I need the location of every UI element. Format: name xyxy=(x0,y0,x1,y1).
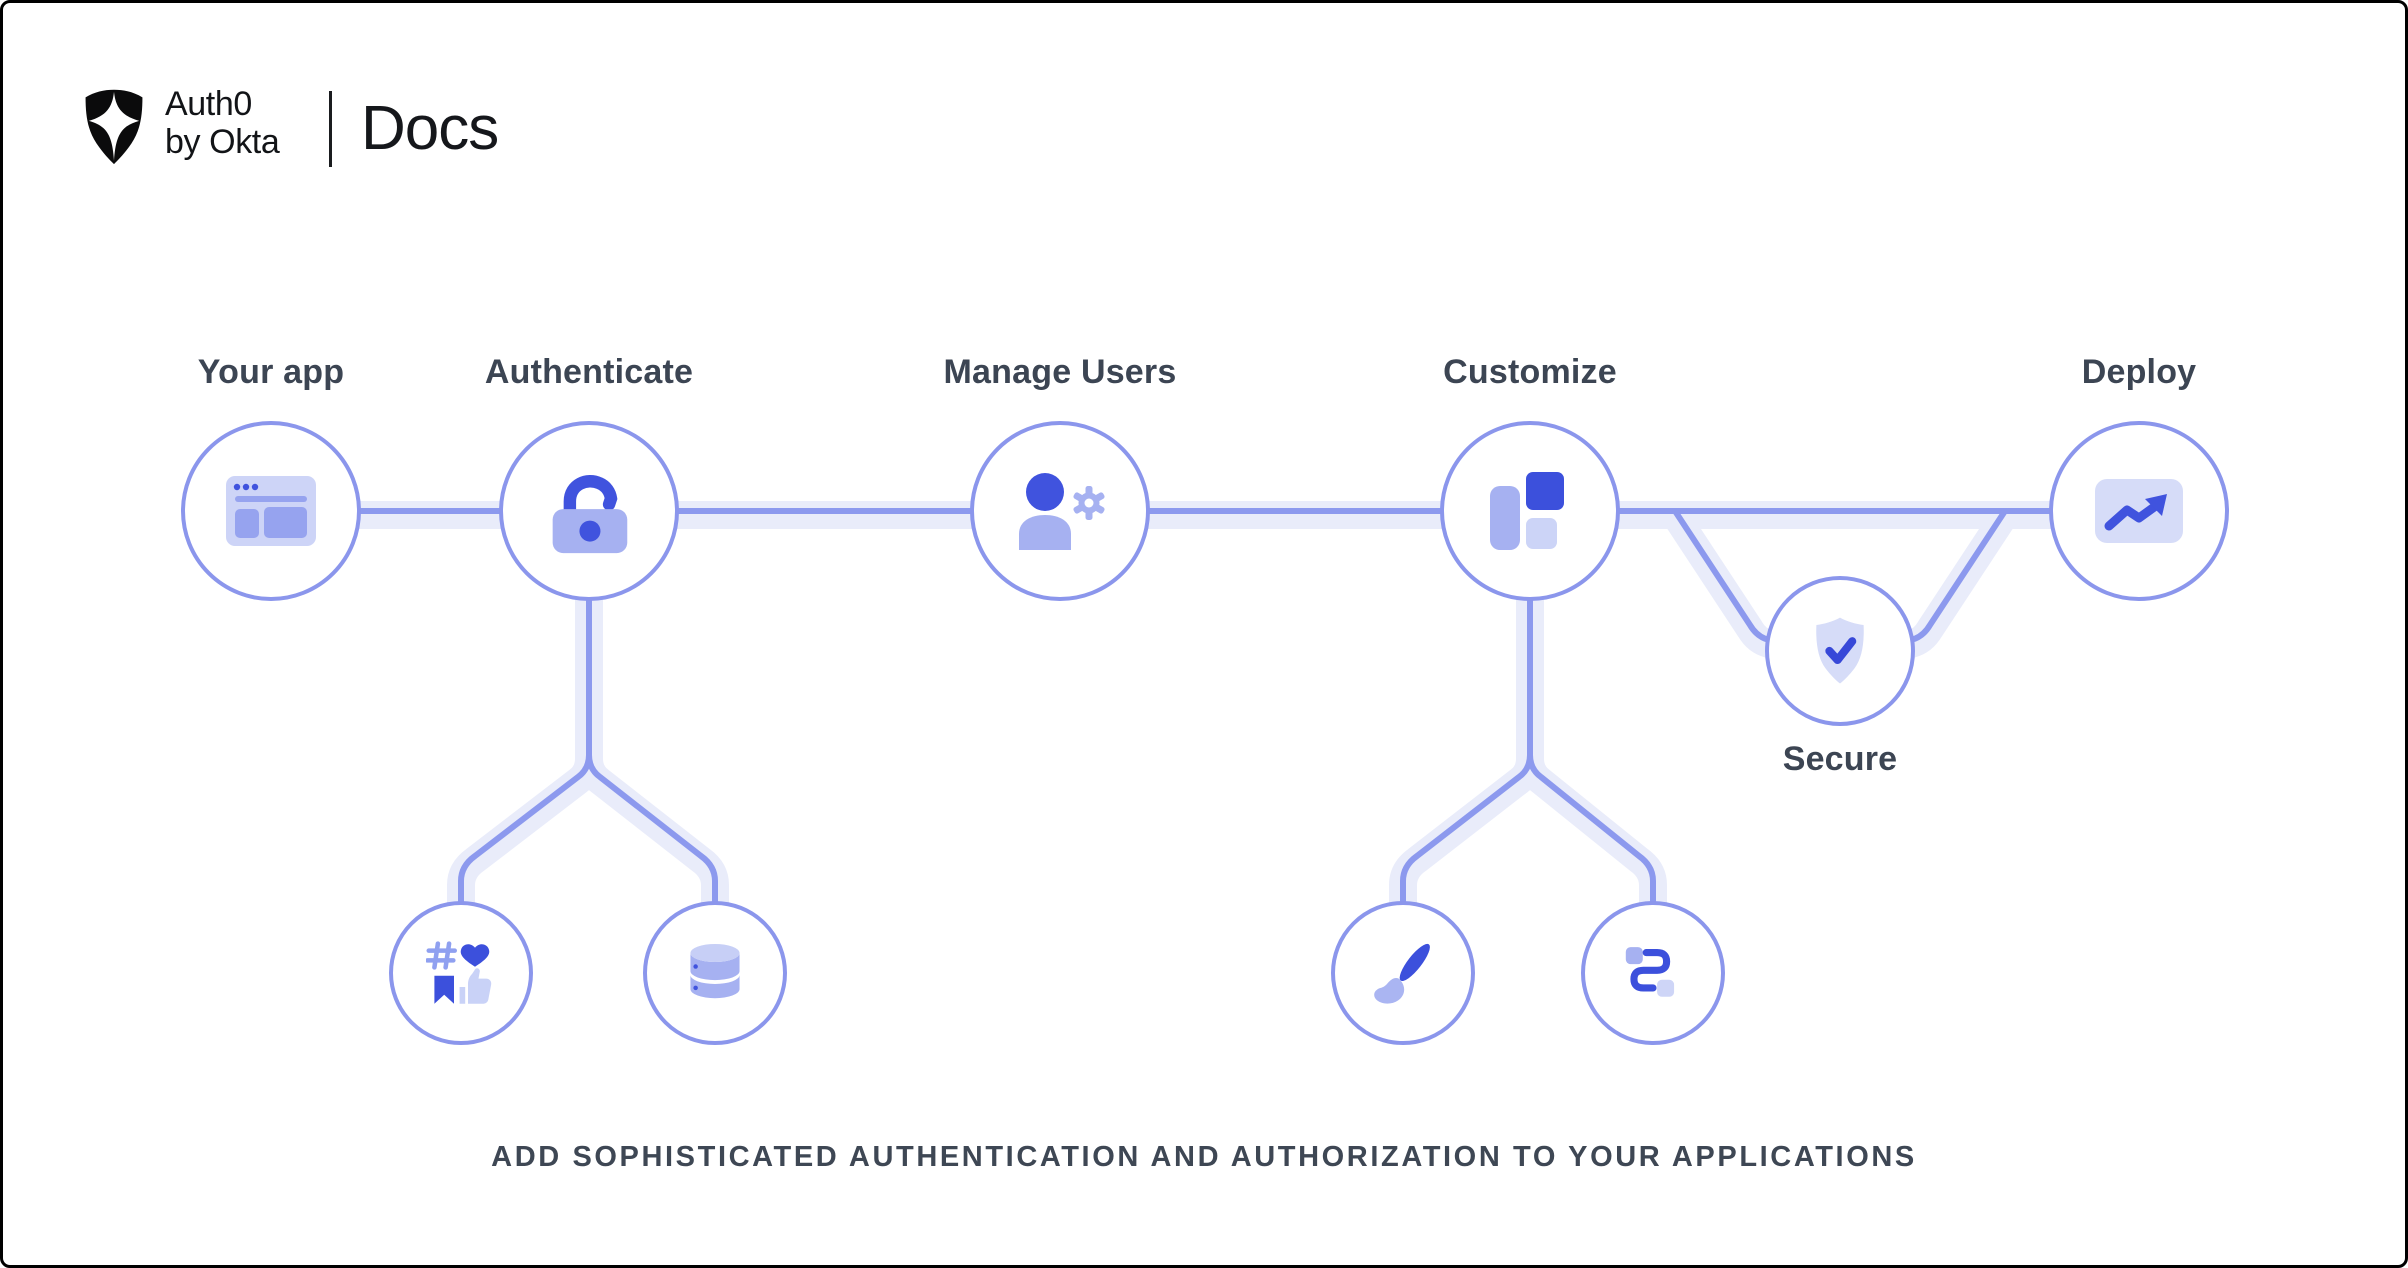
node-database xyxy=(643,901,787,1045)
auth0-wordmark: Auth0 by Okta xyxy=(165,85,280,161)
shield-check-icon xyxy=(1816,617,1864,684)
route-icon xyxy=(1625,947,1675,997)
social-engagement-icon xyxy=(426,941,492,1004)
browser-window-icon xyxy=(226,476,316,546)
node-customize xyxy=(1440,421,1620,601)
node-flows xyxy=(1581,901,1725,1045)
label-secure: Secure xyxy=(1782,740,1898,778)
user-gear-icon xyxy=(1019,473,1105,550)
auth0-wordmark-line2: by Okta xyxy=(165,123,280,161)
node-authenticate xyxy=(499,421,679,601)
unlock-icon xyxy=(552,475,628,554)
node-branding xyxy=(1331,901,1475,1045)
node-your-app xyxy=(181,421,361,601)
docs-wordmark: Docs xyxy=(361,94,499,163)
node-deploy xyxy=(2049,421,2229,601)
label-your-app: Your app xyxy=(197,353,345,391)
label-customize: Customize xyxy=(1443,353,1617,391)
label-manage-users: Manage Users xyxy=(943,353,1177,391)
trend-up-chart-icon xyxy=(2095,479,2183,543)
connector-lines xyxy=(3,3,2408,1268)
label-authenticate: Authenticate xyxy=(484,353,694,391)
paintbrush-icon xyxy=(1374,943,1430,1004)
layout-blocks-icon xyxy=(1490,472,1564,550)
node-social-connections xyxy=(389,901,533,1045)
auth0-shield-icon xyxy=(85,89,143,165)
auth0-wordmark-line1: Auth0 xyxy=(165,85,252,123)
label-deploy: Deploy xyxy=(2081,353,2197,391)
hero-headline: ADD SOPHISTICATED AUTHENTICATION AND AUT… xyxy=(491,1141,1917,1173)
logo-divider xyxy=(329,91,332,167)
database-icon xyxy=(690,943,740,999)
node-manage-users xyxy=(970,421,1150,601)
node-secure xyxy=(1765,576,1915,726)
auth0-docs-logo[interactable]: Auth0 by Okta Docs xyxy=(79,85,499,169)
